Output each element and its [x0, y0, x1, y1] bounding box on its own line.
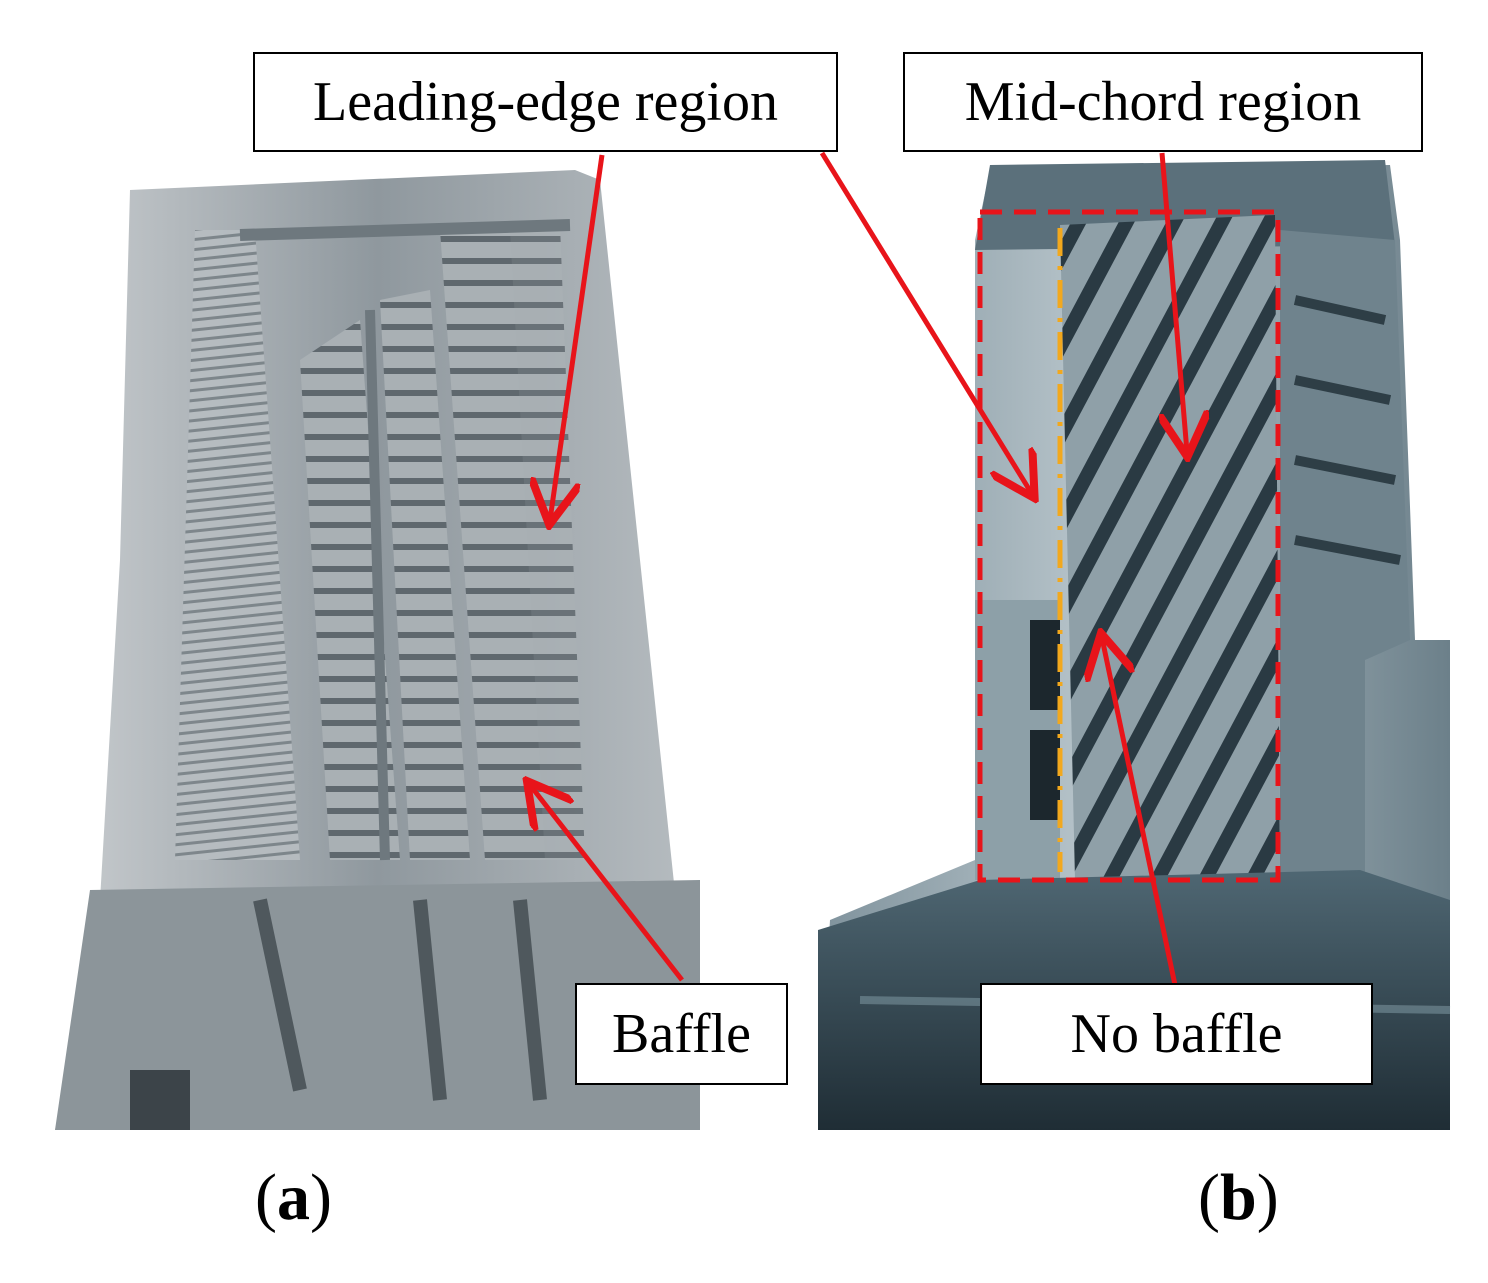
arrow-baffle: [530, 785, 684, 982]
leading-edge-label: Leading-edge region: [253, 52, 838, 152]
arrow-no-baffle: [1102, 638, 1178, 986]
panel-label-b: (b): [1198, 1161, 1279, 1234]
arrow-mid-chord: [1162, 152, 1187, 452]
photo-a-blade-section: [55, 170, 700, 1130]
no-baffle-label: No baffle: [980, 983, 1373, 1085]
arrow-leading-edge-a: [550, 154, 605, 520]
panel-label-a: (a): [255, 1161, 332, 1234]
panel-letter-b: b: [1219, 1161, 1257, 1234]
mid-chord-label: Mid-chord region: [903, 52, 1423, 152]
panel-letter-a: a: [276, 1161, 310, 1234]
mid-chord-dashed-box: [977, 209, 1281, 883]
arrow-leading-edge-b: [819, 151, 1032, 494]
baffle-label: Baffle: [575, 983, 788, 1085]
